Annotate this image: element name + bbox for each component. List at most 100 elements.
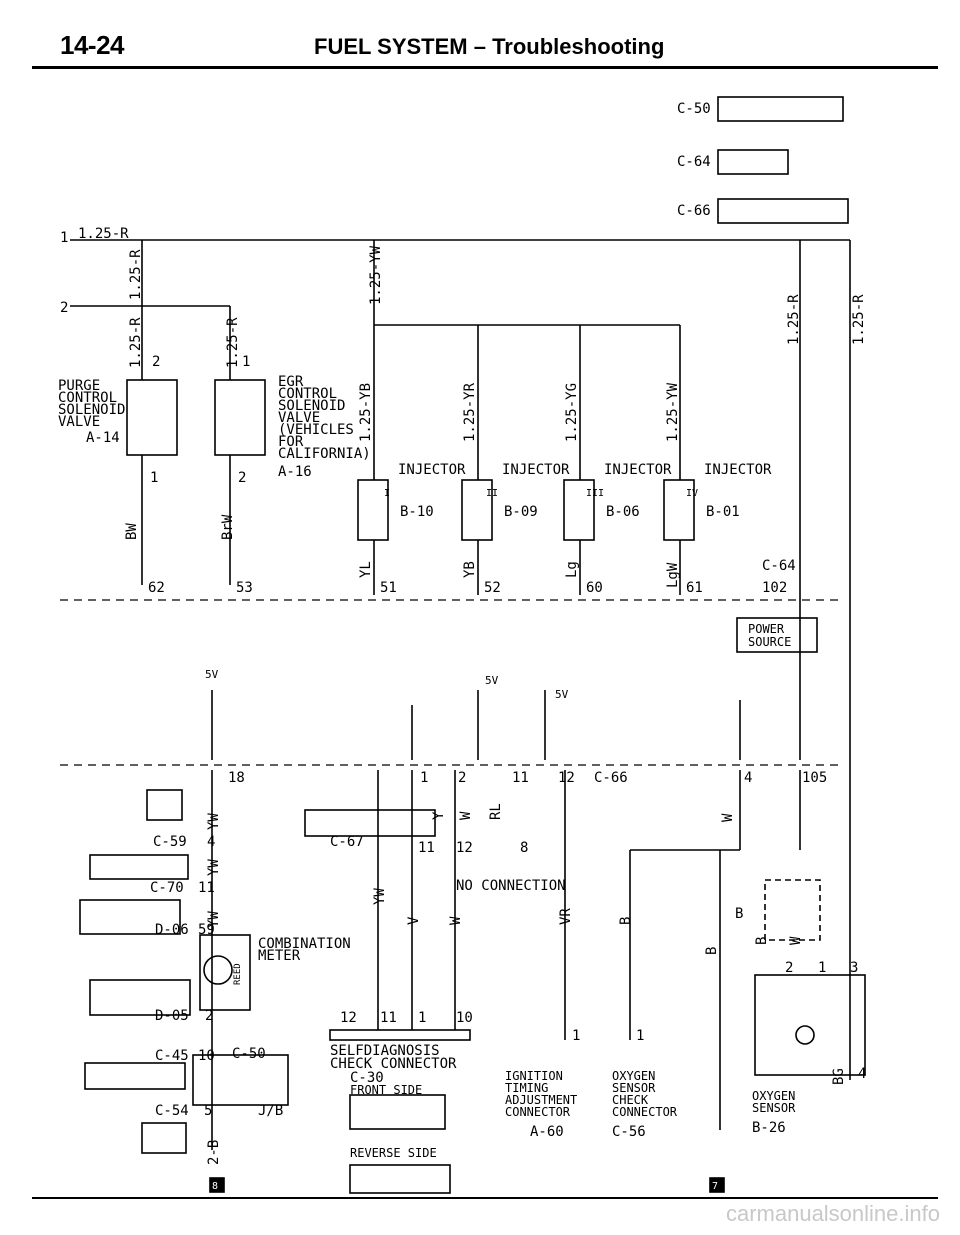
wire-w5: 1.25-R bbox=[786, 294, 802, 345]
lower-wire-b2: B bbox=[704, 947, 720, 955]
injector-3-roman: III bbox=[586, 488, 604, 499]
egr-pin-bot: 2 bbox=[238, 470, 246, 486]
egr-label-6: FOR bbox=[278, 434, 304, 450]
ecu-pin-52: 52 bbox=[484, 580, 501, 596]
wire-w9: 1.25-YG bbox=[564, 383, 580, 442]
shield-box bbox=[764, 879, 821, 941]
injector-3-label: INJECTOR bbox=[604, 462, 672, 478]
ignition-label-1: IGNITION bbox=[505, 1069, 563, 1083]
oxy-sensor-label-1: OXYGEN bbox=[752, 1089, 795, 1103]
injector-1-conn: B-10 bbox=[400, 504, 434, 520]
oxy-sensor-pin-3: 3 bbox=[850, 960, 858, 976]
lower-wire-b3: B bbox=[735, 906, 743, 922]
conn-d06-pin: 59 bbox=[198, 922, 215, 938]
conn-d05-pin: 2 bbox=[205, 1008, 213, 1024]
voltage-2: 5V bbox=[485, 674, 499, 687]
injector-3-conn: B-06 bbox=[606, 504, 640, 520]
reed-label: REED bbox=[233, 963, 243, 985]
injector-2-body bbox=[461, 479, 493, 541]
injector-4-label: INJECTOR bbox=[704, 462, 772, 478]
watermark: carmanualsonline.info bbox=[725, 1201, 940, 1226]
power-source-1: POWER bbox=[748, 622, 785, 636]
conn-c70-pin: 11 bbox=[198, 880, 215, 896]
ecu-pin-51: 51 bbox=[380, 580, 397, 596]
page-number: 14-24 bbox=[60, 30, 125, 60]
egr-label-7: CALIFORNIA) bbox=[278, 446, 371, 462]
oxy-check-conn: C-56 bbox=[612, 1124, 646, 1140]
conn-c54: C-54 bbox=[155, 1103, 189, 1119]
circuit-ref-1: 1 bbox=[60, 230, 68, 246]
wire-lg: Lg bbox=[564, 561, 580, 578]
power-source-box bbox=[736, 617, 818, 653]
wire-yb: YB bbox=[462, 561, 478, 578]
purge-pin-bot: 1 bbox=[150, 470, 158, 486]
header-rule bbox=[32, 66, 938, 69]
selfdiag-title-2: CHECK CONNECTOR bbox=[330, 1056, 457, 1072]
ecu-pin-60: 60 bbox=[586, 580, 603, 596]
ecu-pin-4: 4 bbox=[744, 770, 752, 786]
lower-wire-w: W bbox=[458, 811, 474, 820]
injector-2-label: INJECTOR bbox=[502, 462, 570, 478]
injector-4-roman: IV bbox=[686, 488, 698, 499]
heater-symbol bbox=[795, 1025, 815, 1045]
wire-w6: 1.25-R bbox=[851, 294, 867, 345]
top-conn-c50: C-50 bbox=[677, 101, 711, 117]
footer-rule bbox=[32, 1197, 938, 1199]
jb-label: J/B bbox=[258, 1103, 283, 1119]
oxy-sensor-conn: B-26 bbox=[752, 1120, 786, 1136]
connector-block-c50 bbox=[717, 96, 844, 122]
selfdiag-pin-12: 12 bbox=[340, 1010, 357, 1026]
oxy-check-label-3: CHECK bbox=[612, 1093, 649, 1107]
conn-c59: C-59 bbox=[153, 834, 187, 850]
voltage-3: 5V bbox=[555, 688, 569, 701]
oxy-check-pin: 1 bbox=[636, 1028, 644, 1044]
circuit-ref-8: 8 bbox=[212, 1181, 218, 1192]
egr-label-3: SOLENOID bbox=[278, 398, 345, 414]
ecu-pin-11: 11 bbox=[512, 770, 529, 786]
conn-c59-pin: 4 bbox=[207, 834, 215, 850]
reed-switch-symbol bbox=[203, 955, 233, 985]
purge-pin-top: 2 bbox=[152, 354, 160, 370]
lower-wire-yw3: YW bbox=[206, 911, 222, 928]
conn-c54-pin: 5 bbox=[204, 1103, 212, 1119]
lower-wire-y: Y bbox=[431, 811, 447, 820]
wire-w2: 1.25-R bbox=[128, 317, 144, 368]
c67-pin-12: 12 bbox=[456, 840, 473, 856]
conn-d05: D-05 bbox=[155, 1008, 189, 1024]
injector-1-body bbox=[357, 479, 389, 541]
connector-block-c64 bbox=[717, 149, 789, 175]
wire-w4: 1.25-YW bbox=[368, 245, 384, 305]
injector-2-conn: B-09 bbox=[504, 504, 538, 520]
c67-conn: C-67 bbox=[330, 834, 364, 850]
selfdiag-pin-10: 10 bbox=[456, 1010, 473, 1026]
lower-wire-yw2: YW bbox=[206, 859, 222, 876]
wire-w7: 1.25-YB bbox=[358, 383, 374, 442]
selfdiag-pin-1: 1 bbox=[418, 1010, 426, 1026]
top-conn-c66: C-66 bbox=[677, 203, 711, 219]
top-conn-c64: C-64 bbox=[677, 154, 711, 170]
ecu-c64: C-64 bbox=[762, 558, 796, 574]
conn-c45-pin: 10 bbox=[198, 1048, 215, 1064]
ignition-label-2: TIMING bbox=[505, 1081, 548, 1095]
conn-d06: D-06 bbox=[155, 922, 189, 938]
selfdiag-pin-11: 11 bbox=[380, 1010, 397, 1026]
wire-lgw: LgW bbox=[665, 562, 681, 588]
c50-lower: C-50 bbox=[232, 1046, 266, 1062]
egr-conn: A-16 bbox=[278, 464, 312, 480]
ecu-pin-18: 18 bbox=[228, 770, 245, 786]
selfdiag-conn: C-30 bbox=[350, 1070, 384, 1086]
ecu-pin-105: 105 bbox=[802, 770, 827, 786]
egr-label-5: (VEHICLES bbox=[278, 422, 354, 438]
purge-valve-body bbox=[126, 379, 178, 456]
wire-brw: BrW bbox=[220, 514, 236, 540]
ecu-pin-53: 53 bbox=[236, 580, 253, 596]
injector-1-roman: I bbox=[384, 488, 390, 499]
selfdiag-reverse: REVERSE SIDE bbox=[350, 1146, 437, 1160]
c67-pin-8: 8 bbox=[520, 840, 528, 856]
ecu-pin-2: 2 bbox=[458, 770, 466, 786]
feed-wire-label: 1.25-R bbox=[78, 226, 129, 242]
oxy-check-label-1: OXYGEN bbox=[612, 1069, 655, 1083]
lower-wire-rl: RL bbox=[488, 803, 504, 820]
injector-2-roman: II bbox=[486, 488, 498, 499]
wire-w8: 1.25-YR bbox=[462, 382, 478, 442]
